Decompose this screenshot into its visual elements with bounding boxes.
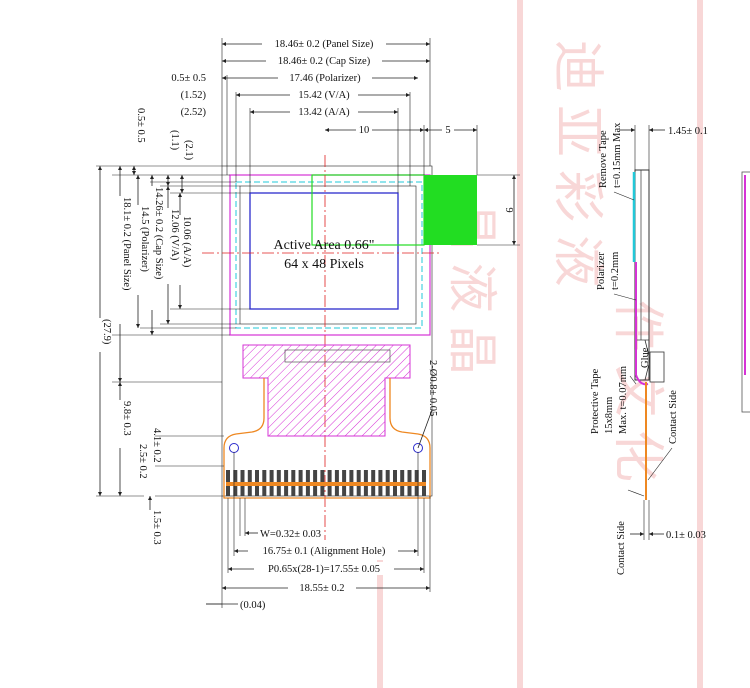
dim-bottom-h: 1.5± 0.3 [151, 510, 162, 545]
side-polarizer-label: Polarizer [596, 252, 607, 290]
side-view-2-edge [741, 171, 750, 413]
dim-lower-h: 9.8± 0.3 [121, 401, 132, 436]
dim-polarizer-offset: 0.5± 0.5 [171, 73, 206, 84]
dim-pad-h: 4.1± 0.2 [151, 428, 162, 463]
dim-offset: (0.04) [240, 600, 266, 611]
dim-aa-offset: (2.52) [181, 107, 207, 118]
svg-text:迪 亚 彩 液: 迪 亚 彩 液 [548, 40, 605, 287]
side-remove-tape-label: Remove Tape [598, 130, 609, 188]
dim-pad-h2: 2.5± 0.2 [137, 444, 148, 479]
dim-v-offset-2: (1.1) [169, 130, 180, 151]
dim-va: 15.42 (V/A) [298, 90, 350, 101]
side-fpc-t: 0.1± 0.03 [666, 530, 706, 541]
top-dimensions: 18.46± 0.2 (Panel Size) 18.46± 0.2 (Cap … [171, 37, 478, 193]
bottom-dimensions: W=0.32± 0.03 16.75± 0.1 (Alignment Hole)… [206, 452, 431, 611]
cap-outline [229, 174, 431, 336]
dim-fpc-w: 18.55± 0.2 [299, 583, 344, 594]
glue-label-box [649, 351, 665, 383]
ic-chip [284, 349, 391, 363]
hole-dimension: 2-Ø0.8± 0.05 [417, 360, 438, 449]
side-protective-tape: Protective Tape [590, 368, 601, 434]
side-contact-1: Contact Side [668, 390, 679, 444]
va-outline [239, 185, 417, 325]
active-area [249, 192, 399, 310]
dim-pol-h: 14.5 (Polarizer) [139, 206, 150, 272]
panel-outline [221, 165, 433, 497]
dim-panel-h: 18.1± 0.2 (Panel Size) [121, 197, 132, 291]
dim-va-offset: (1.52) [181, 90, 207, 101]
dim-aa: 13.42 (A/A) [298, 107, 350, 118]
fpc-outline [223, 378, 431, 499]
dim-cap-size: 18.46± 0.2 (Cap Size) [278, 56, 371, 67]
dim-va-h: 12.06 (V/A) [169, 209, 180, 261]
dim-v-offset-3: (2.1) [183, 140, 194, 161]
dim-nine: 9 [503, 207, 514, 212]
dim-w: W=0.32± 0.03 [260, 529, 321, 540]
ic-hatch-area [242, 344, 411, 437]
dim-hole: 2-Ø0.8± 0.05 [427, 360, 438, 416]
side-protective-tape-size: 15x8mm [604, 397, 615, 434]
fpc-pins [226, 470, 426, 496]
dim-aa-h: 10.06 (A/A) [181, 216, 192, 268]
dim-pitch: P0.65x(28-1)=17.55± 0.05 [268, 564, 380, 575]
dim-panel-size: 18.46± 0.2 (Panel Size) [275, 39, 374, 50]
side-view: Glue 1.45± 0.1 Remove Tape t=0.15mm Max … [590, 122, 750, 575]
side-contact-2: Contact Side [616, 521, 627, 575]
green-outline [311, 174, 425, 246]
left-dimensions: (2.1) (1.1) 0.5± 0.5 10.06 (A/A) 12.06 (… [94, 108, 250, 545]
side-glue: Glue [640, 347, 651, 368]
green-dimension: 9 [477, 174, 520, 246]
side-protective-tape-t: Max. t=0.07mm [618, 366, 629, 434]
active-area-line1: Active Area 0.66" [274, 238, 375, 253]
dim-five: 5 [445, 125, 450, 136]
fpc-band [226, 482, 426, 486]
side-polarizer-t: t=0.2mm [610, 252, 621, 290]
dim-ten: 10 [359, 125, 370, 136]
side-thickness: 1.45± 0.1 [668, 126, 708, 137]
green-block [424, 175, 477, 245]
dim-total-h: (27.9) [101, 319, 112, 345]
dim-cap-h: 14.26± 0.2 (Cap Size) [153, 187, 164, 280]
dim-v-offset-1: 0.5± 0.5 [135, 108, 146, 143]
dim-align: 16.75± 0.1 (Alignment Hole) [263, 546, 386, 557]
polarizer-outline [235, 181, 423, 329]
active-area-line2: 64 x 48 Pixels [284, 257, 364, 272]
alignment-hole-left [229, 443, 239, 453]
watermark: 迪 亚 彩 液 晶 液 晶 件 文 化 [377, 0, 703, 688]
side-remove-tape-t: t=0.15mm Max [612, 122, 623, 188]
dim-polarizer: 17.46 (Polarizer) [289, 73, 361, 84]
